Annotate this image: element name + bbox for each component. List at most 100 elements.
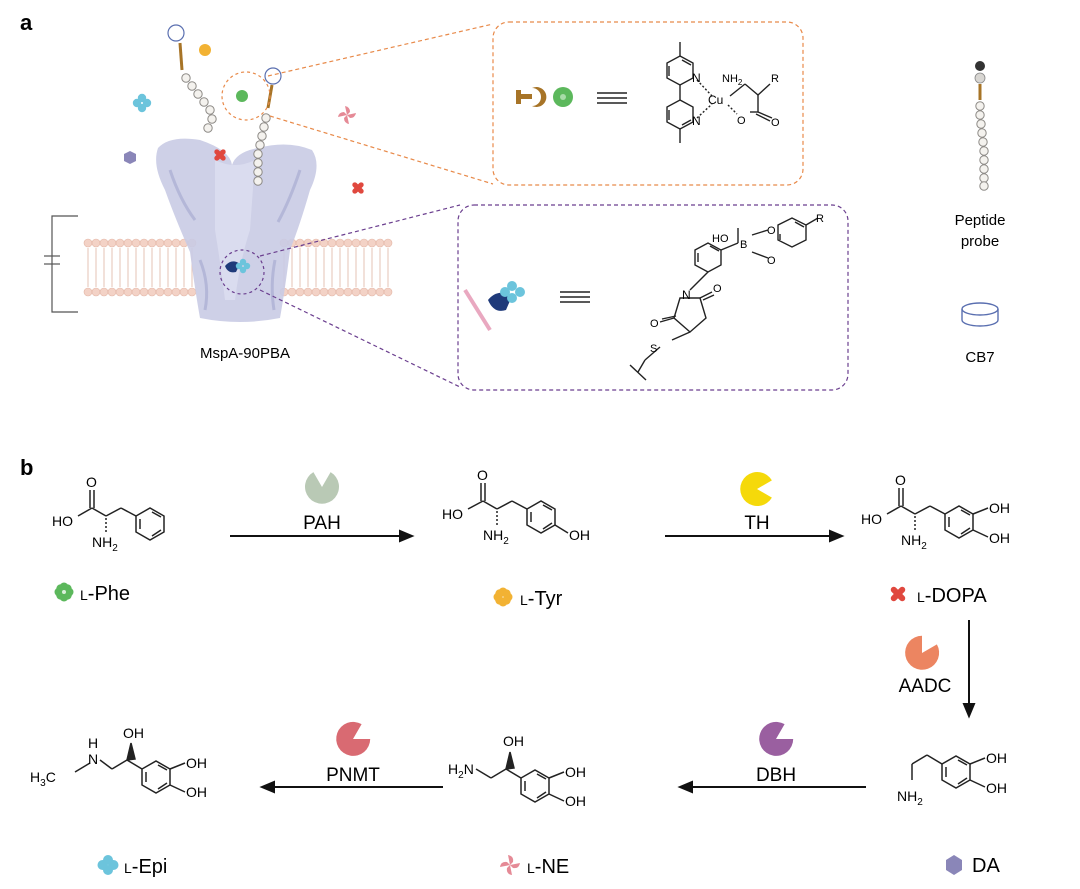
epi-ch3: H3C <box>30 769 56 789</box>
lipid-head <box>287 287 297 297</box>
lipid-head <box>155 238 165 248</box>
legend-probe-residue <box>976 119 986 129</box>
lipid-head <box>83 238 93 248</box>
pba-r: R <box>816 213 824 225</box>
legend-probe-residue <box>975 110 985 120</box>
pore-zoom-circle <box>219 249 265 295</box>
lipid-head <box>375 287 385 297</box>
ne-h2n: H2N <box>448 761 474 781</box>
cu-atom: Cu <box>708 93 723 107</box>
lipid-head <box>115 238 125 248</box>
membrane-bottom-leaflet <box>83 287 393 297</box>
pba-inset: HO B O O R N O O S <box>457 204 849 391</box>
epi-marker-free <box>132 93 152 113</box>
lipid-head <box>335 287 345 297</box>
probe-residue <box>253 176 263 186</box>
bpy-n2: N <box>692 114 701 128</box>
legend-probe-residue <box>979 146 989 156</box>
legend-probe-residue <box>979 164 989 174</box>
pba-o1: O <box>767 225 776 237</box>
lipid-head <box>311 238 321 248</box>
epi-marker-icon <box>97 855 119 875</box>
da-nh2: NH2 <box>897 788 923 808</box>
lipid-head <box>351 287 361 297</box>
pba-o3: O <box>713 283 722 295</box>
tyr-oh: OH <box>569 527 590 543</box>
pore-name-label: MspA-90PBA <box>200 345 290 362</box>
dopa-oh2: OH <box>989 530 1010 546</box>
ne-marker-free <box>338 106 356 124</box>
pba-analyte-icon <box>463 281 525 332</box>
ne-marker-icon <box>500 855 520 875</box>
lipid-head <box>147 287 157 297</box>
lipid-head <box>303 287 313 297</box>
lipid-head <box>123 238 133 248</box>
enzyme-icons <box>305 472 940 756</box>
cu-o2: O <box>771 117 780 129</box>
epi-name: L-Epi <box>124 856 167 878</box>
lipid-head <box>123 287 133 297</box>
epi-structure <box>74 742 186 794</box>
pah-enzyme-icon <box>305 472 339 504</box>
lipid-head <box>115 287 125 297</box>
peptide-probe-legend: Peptide probe <box>955 61 1005 250</box>
pba-s: S <box>650 343 657 355</box>
da-structure <box>911 754 986 789</box>
lipid-membrane <box>83 238 393 297</box>
tyr-marker-icon <box>493 587 513 607</box>
mspa-pore <box>156 138 317 322</box>
pba-maleimide-structure <box>629 217 819 381</box>
da-oh1: OH <box>986 750 1007 766</box>
probe-residue <box>253 158 263 168</box>
probe-residue <box>253 167 263 177</box>
lipid-head <box>147 238 157 248</box>
dopa-marker-icon <box>890 586 906 602</box>
lipid-head <box>131 287 141 297</box>
probe-residue <box>207 114 217 124</box>
bpy-n1: N <box>692 71 701 85</box>
panel-b-label: b <box>20 455 33 480</box>
pba-b: B <box>740 239 747 251</box>
ne-oh-side: OH <box>503 733 524 749</box>
lipid-head <box>139 238 149 248</box>
pba-ho: HO <box>712 233 729 245</box>
probe-residue <box>199 97 209 107</box>
tyr-structure <box>467 483 569 534</box>
tyr-ho: HO <box>442 506 463 522</box>
lipid-head <box>327 238 337 248</box>
equivalence-sign-1 <box>597 92 627 104</box>
dopa-name: L-DOPA <box>917 585 987 607</box>
peptide-probe-chains <box>167 24 282 186</box>
probe-zoom-circle <box>221 71 271 121</box>
pnmt-label: PNMT <box>326 765 380 786</box>
probe-residue <box>181 73 191 83</box>
da-marker-icon <box>946 855 962 875</box>
pba-n: N <box>682 288 691 302</box>
lipid-head <box>155 287 165 297</box>
tyr-nh2: NH2 <box>483 527 509 547</box>
lipid-head <box>99 238 109 248</box>
lipid-head <box>83 287 93 297</box>
epi-oh1: OH <box>186 755 207 771</box>
ne-name: L-NE <box>527 856 569 878</box>
ne-oh1: OH <box>565 764 586 780</box>
tyr-name: L-Tyr <box>520 588 563 610</box>
probe-residue <box>259 122 269 132</box>
legend-probe-label-2: probe <box>961 233 999 250</box>
compound-labels: L-Phe L-Tyr L-DOPA DA L-NE L-Epi <box>80 583 1000 878</box>
lipid-head <box>131 238 141 248</box>
tyr-o: O <box>477 467 488 483</box>
legend-probe-head <box>975 61 985 71</box>
lipid-head <box>359 238 369 248</box>
legend-probe-residue <box>979 173 989 183</box>
lipid-head <box>359 287 369 297</box>
lipid-head <box>295 238 305 248</box>
cb7-ring <box>264 67 282 85</box>
dopa-nh2: NH2 <box>901 532 927 552</box>
cu-nh2: NH2 <box>722 73 743 87</box>
phe-marker-icon <box>54 582 74 602</box>
lipid-head <box>327 287 337 297</box>
lipid-head <box>187 287 197 297</box>
phe-ho: HO <box>52 513 73 529</box>
pah-label: PAH <box>303 513 341 534</box>
